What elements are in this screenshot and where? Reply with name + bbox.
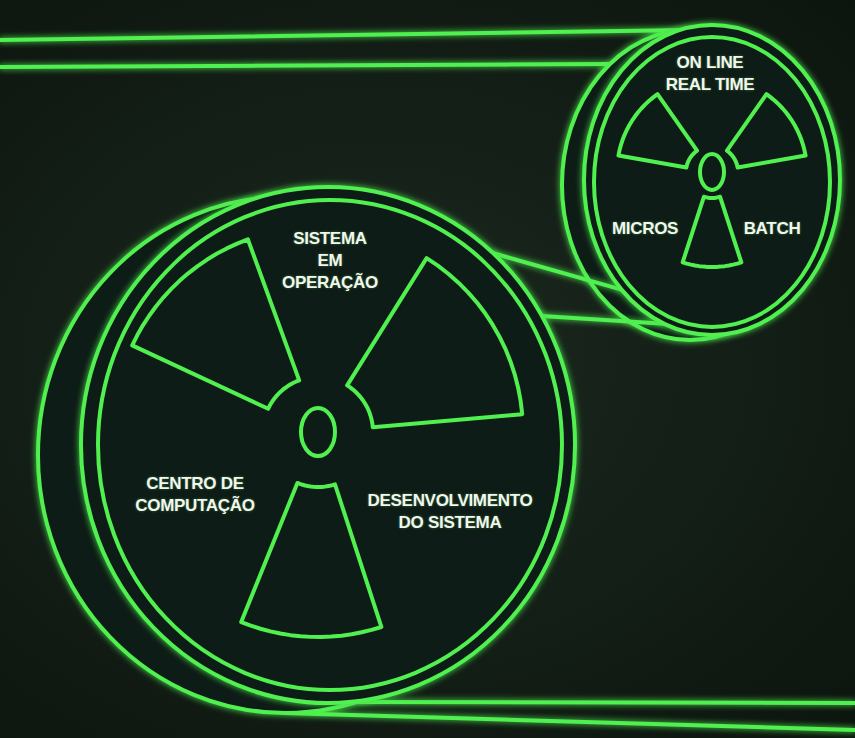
tape-line bbox=[0, 30, 690, 40]
text-slot: CENTRO DE COMPUTAÇÃO bbox=[135, 473, 254, 517]
reel-hub bbox=[700, 154, 724, 190]
tape-line bbox=[285, 713, 855, 730]
reel-window bbox=[132, 239, 299, 408]
reel-label: CENTRO DE COMPUTAÇÃO bbox=[135, 473, 254, 517]
reel-label: ON LINE REAL TIME bbox=[657, 52, 763, 96]
reel-inner-rim bbox=[594, 37, 830, 327]
reel-label: DESENVOLVIMENTO DO SISTEMA bbox=[368, 490, 533, 534]
text-slot: SISTEMA EM OPERAÇÃO bbox=[282, 228, 378, 294]
reel-window bbox=[727, 94, 806, 167]
reel-hub bbox=[301, 408, 335, 456]
reel-window bbox=[683, 197, 742, 267]
reel-inner-rim bbox=[98, 200, 562, 690]
tape-reel: SISTEMA EM OPERAÇÃO CENTRO DE COMPUTAÇÃO D… bbox=[81, 187, 575, 703]
tape-reel: ON LINE REAL TIME MICROS BATCH bbox=[584, 25, 840, 335]
tape-line bbox=[330, 702, 855, 703]
text-slot: DESENVOLVIMENTO DO SISTEMA bbox=[368, 490, 533, 534]
reel-label: SISTEMA EM OPERAÇÃO bbox=[282, 228, 378, 294]
reel-face bbox=[81, 187, 575, 703]
text-slot: BATCH bbox=[744, 218, 801, 240]
reel-window bbox=[241, 483, 381, 637]
reel-face bbox=[584, 25, 840, 335]
text-slot: ON LINE REAL TIME bbox=[657, 52, 763, 96]
reel-window bbox=[618, 94, 697, 167]
tape-line bbox=[0, 64, 610, 67]
text-slot: MICROS bbox=[612, 218, 678, 240]
reel-label: BATCH bbox=[744, 218, 801, 240]
reel-label: MICROS bbox=[612, 218, 678, 240]
